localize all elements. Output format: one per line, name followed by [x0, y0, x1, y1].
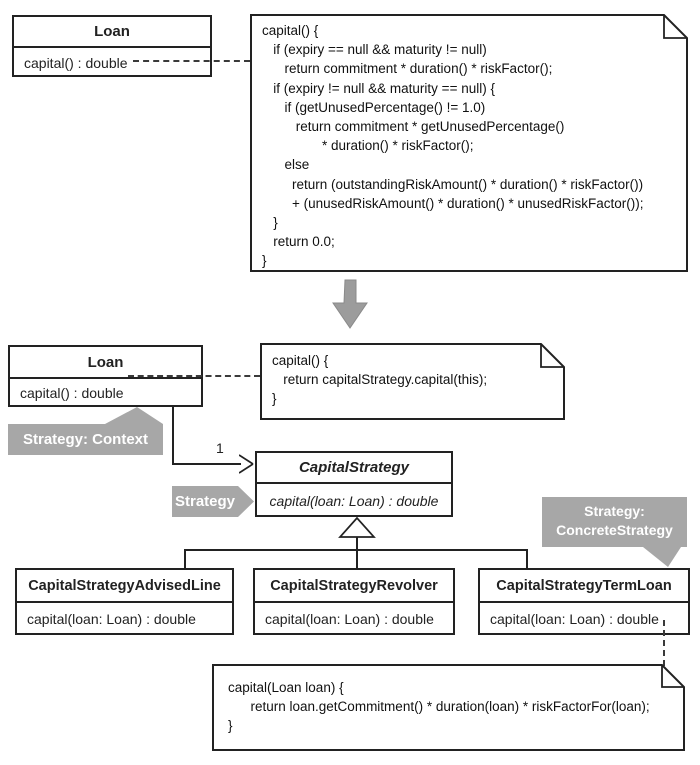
- note-anchor-dashed-line: [128, 375, 260, 377]
- note-shape-icon: [212, 664, 685, 751]
- class-method: capital() : double: [24, 54, 128, 71]
- class-title: CapitalStrategy: [257, 453, 451, 484]
- inheritance-drop-left: [184, 549, 186, 568]
- capitalstrategy-advisedline-class: CapitalStrategyAdvisedLine capital(loan:…: [15, 568, 234, 635]
- inheritance-drop-right: [526, 549, 528, 568]
- class-title: CapitalStrategyTermLoan: [480, 570, 688, 603]
- note-shape-icon: [250, 14, 688, 272]
- concrete-strategy-callout-icon: [542, 497, 687, 567]
- class-title: CapitalStrategyRevolver: [255, 570, 453, 603]
- transform-down-arrow-icon: [332, 279, 368, 329]
- note-anchor-dashed-line: [133, 60, 250, 62]
- code-text: capital() { return capitalStrategy.capit…: [272, 353, 488, 407]
- class-method: capital(loan: Loan) : double: [490, 611, 659, 627]
- concrete-callout-line1: Strategy:: [584, 503, 645, 519]
- class-title: Loan: [10, 347, 201, 379]
- class-method: capital(loan: Loan) : double: [27, 611, 196, 627]
- inheritance-stem-line: [356, 537, 358, 551]
- note-anchor-dashed-line-vertical: [663, 620, 665, 666]
- capitalstrategy-termloan-class: CapitalStrategyTermLoan capital(loan: Lo…: [478, 568, 690, 635]
- context-callout-label: Strategy: Context: [22, 431, 149, 448]
- loan-class-before: Loan capital() : double: [12, 15, 212, 77]
- strategy-callout-label: Strategy: [174, 493, 236, 510]
- inheritance-triangle-icon: [338, 517, 376, 538]
- class-method: capital(loan: Loan) : double: [269, 492, 439, 509]
- association-line-vertical: [172, 407, 174, 465]
- concrete-strategy-callout-label: Strategy: ConcreteStrategy: [542, 502, 687, 540]
- class-title: Loan: [14, 17, 210, 48]
- code-text: capital() { if (expiry == null && maturi…: [262, 23, 644, 269]
- capitalstrategy-revolver-class: CapitalStrategyRevolver capital(loan: Lo…: [253, 568, 455, 635]
- class-method: capital(loan: Loan) : double: [265, 611, 434, 627]
- capitalstrategy-class: CapitalStrategy capital(loan: Loan) : do…: [255, 451, 453, 517]
- code-note-after: capital() { return capitalStrategy.capit…: [260, 343, 565, 420]
- note-shape-icon: [260, 343, 565, 420]
- code-note-before: capital() { if (expiry == null && maturi…: [250, 14, 688, 272]
- association-line-horizontal: [172, 463, 241, 465]
- code-note-termloan: capital(Loan loan) { return loan.getComm…: [212, 664, 685, 751]
- open-arrowhead-icon: [239, 454, 254, 474]
- class-title: CapitalStrategyAdvisedLine: [17, 570, 232, 603]
- strategy-callout-icon: [172, 486, 254, 517]
- concrete-callout-line2: ConcreteStrategy: [556, 522, 673, 538]
- inheritance-drop-middle: [356, 549, 358, 568]
- code-text: capital(Loan loan) { return loan.getComm…: [228, 680, 650, 734]
- multiplicity-label: 1: [216, 440, 224, 456]
- class-method: capital() : double: [20, 385, 124, 401]
- context-callout-icon: [8, 407, 163, 455]
